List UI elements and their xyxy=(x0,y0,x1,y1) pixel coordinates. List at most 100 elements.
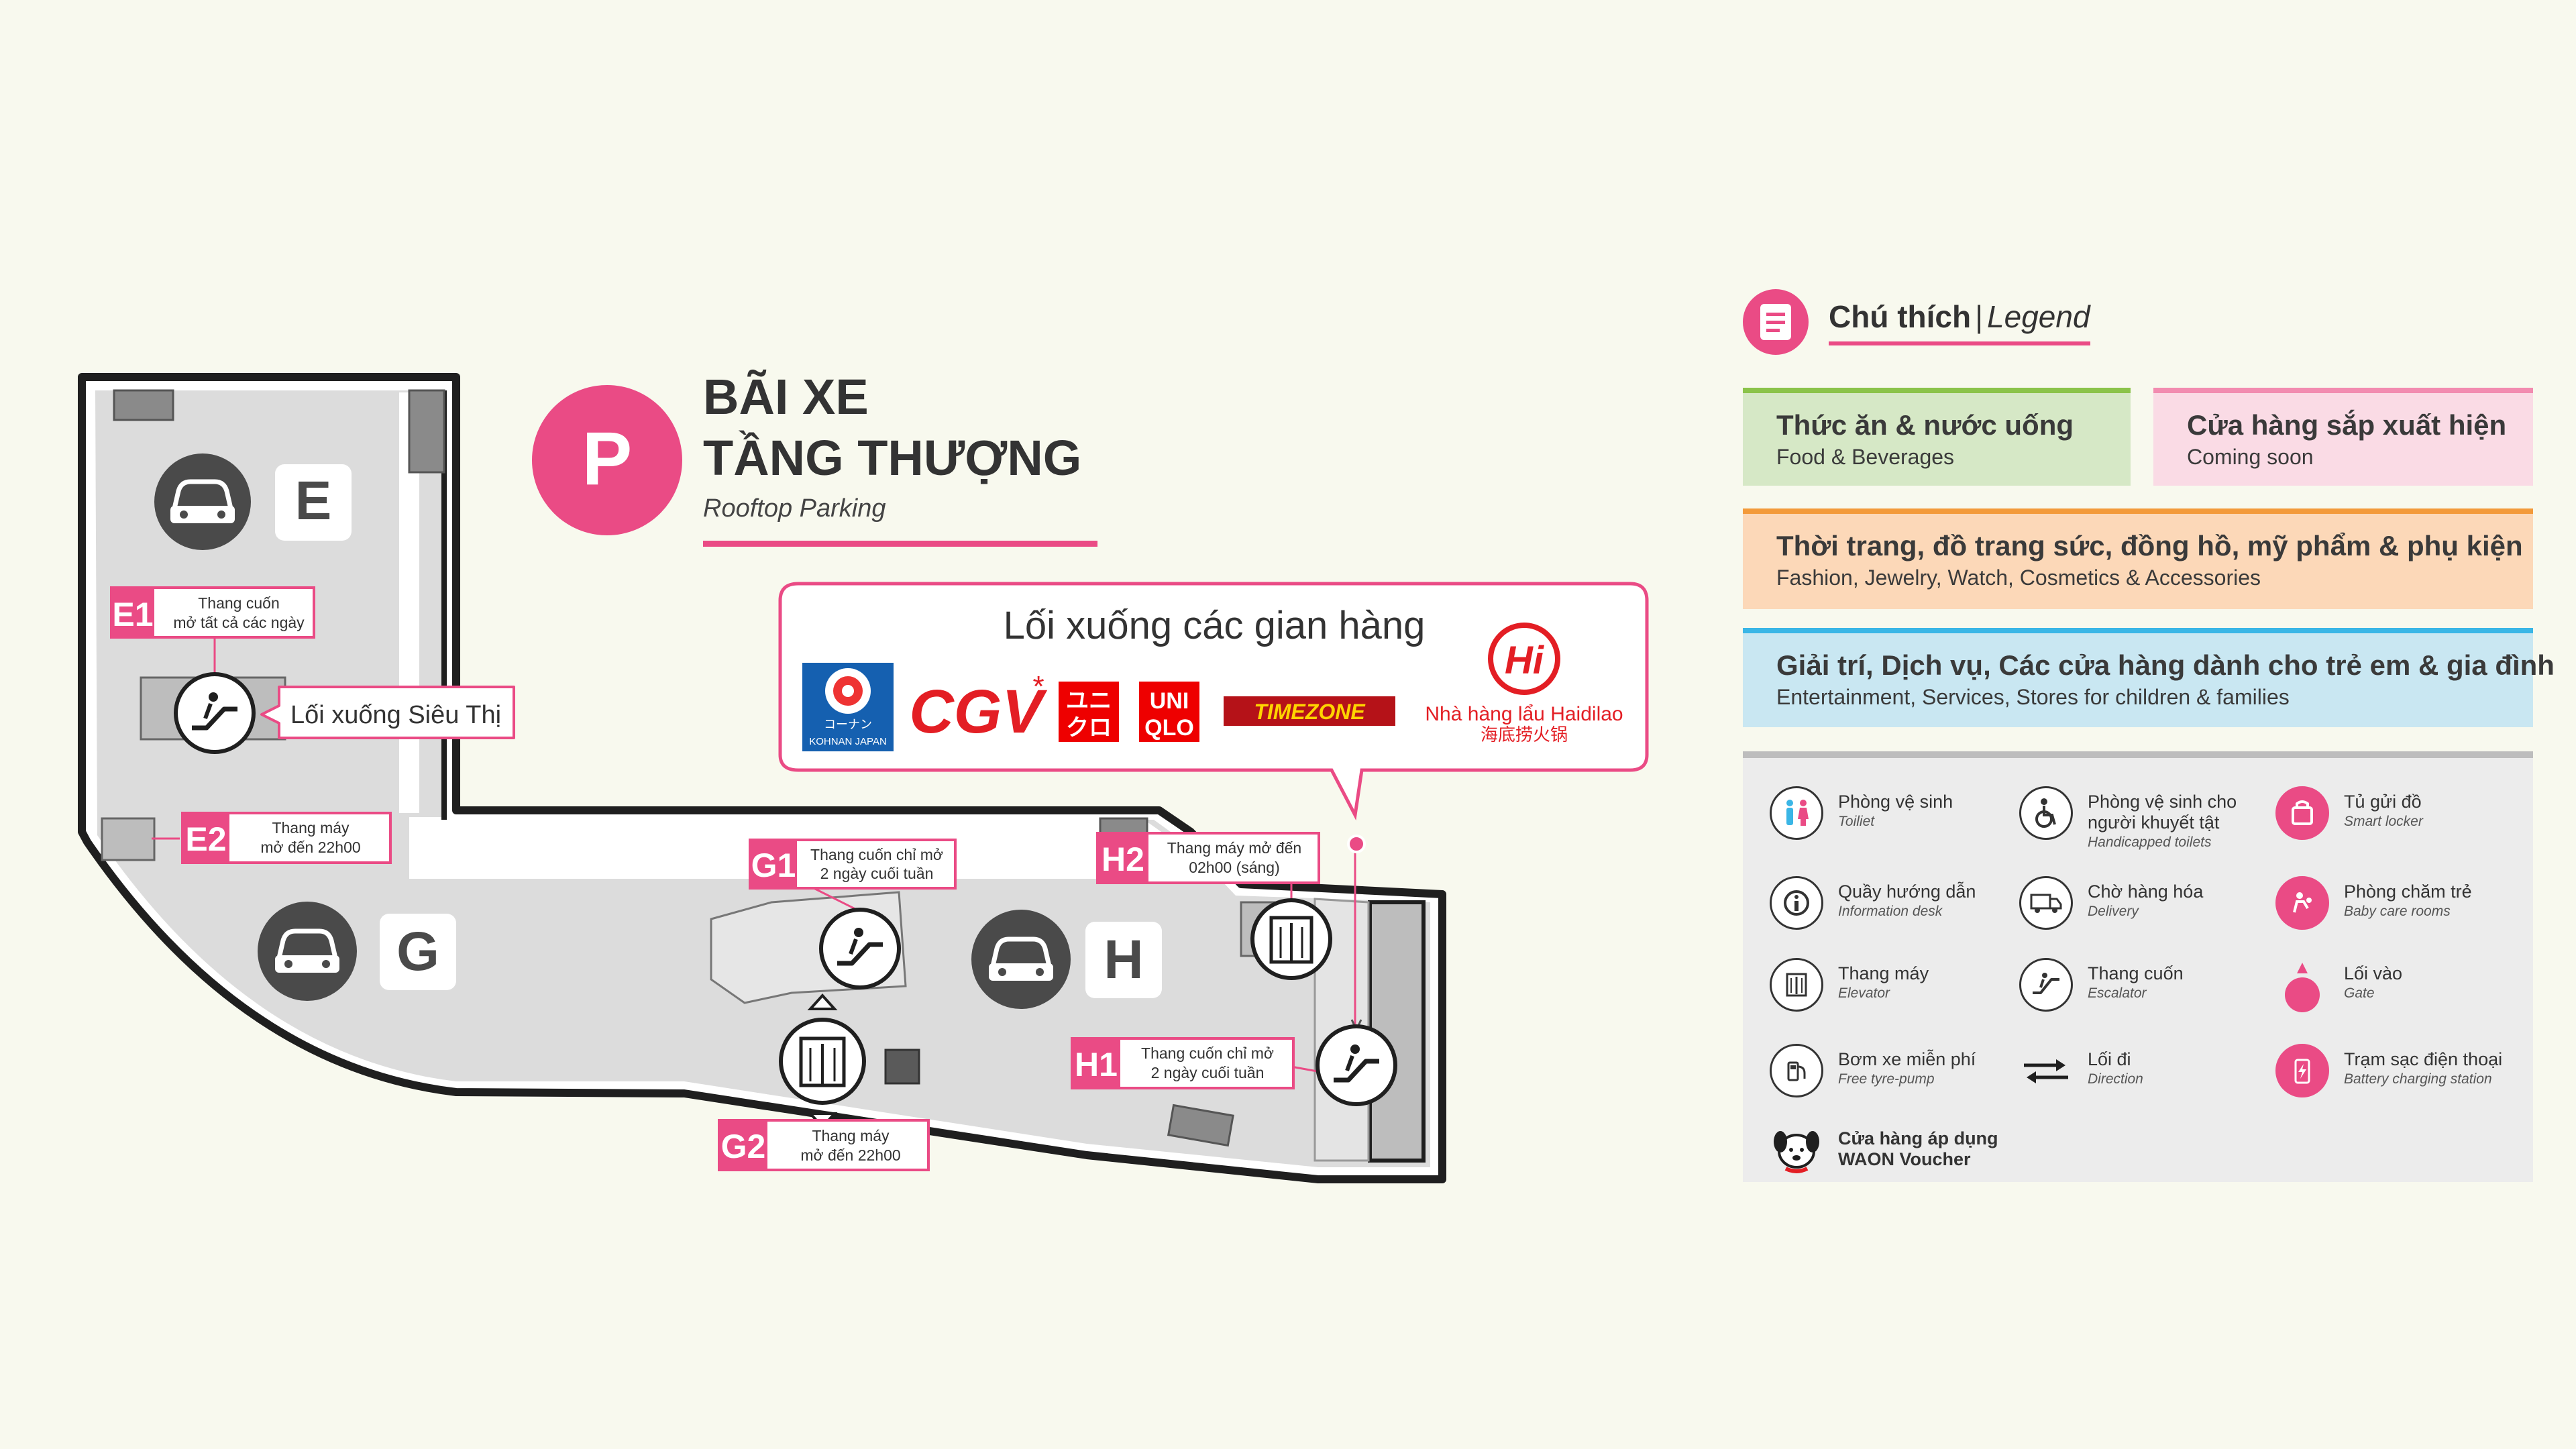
svg-text:TIMEZONE: TIMEZONE xyxy=(1254,700,1366,724)
svg-text:UNI: UNI xyxy=(1150,688,1189,714)
category-coming-soon: Cửa hàng sắp xuất hiện Coming soon xyxy=(2153,388,2533,486)
legend-icon xyxy=(1743,289,1809,355)
wheelchair-icon xyxy=(2019,786,2073,840)
svg-text:*: * xyxy=(1032,670,1044,703)
cgv-logo[interactable]: CGV * xyxy=(909,670,1047,746)
svg-text:2 ngày cuối tuần: 2 ngày cuối tuần xyxy=(820,865,934,882)
waon-dog-icon xyxy=(1770,1123,1823,1177)
category-entertainment: Giải trí, Dịch vụ, Các cửa hàng dành cho… xyxy=(1743,628,2555,727)
legend-title: Chú thích xyxy=(1829,299,1972,334)
marker-e1: E1 Thang cuốn mở tất cả các ngày xyxy=(110,586,315,639)
direction-arrows-icon xyxy=(2019,1044,2073,1097)
marker-e2: E2 Thang máy mở đến 22h00 xyxy=(181,812,392,864)
timezone-logo[interactable]: TIMEZONE xyxy=(1224,696,1395,726)
locker-icon xyxy=(2275,786,2329,840)
zone-h: H xyxy=(971,910,1162,1009)
haidilao-logo[interactable]: Hi Nhà hàng lẩu Haidilao 海底捞火锅 xyxy=(1425,623,1623,745)
svg-text:Thang máy: Thang máy xyxy=(272,819,350,837)
marker-g2: G2 Thang máy mở đến 22h00 xyxy=(718,1119,930,1171)
elevator-icon xyxy=(1770,958,1823,1012)
category-fashion: Thời trang, đồ trang sức, đồng hồ, mỹ ph… xyxy=(1743,508,2533,609)
marker-g1: G1 Thang cuốn chỉ mở 2 ngày cuối tuần xyxy=(749,839,957,890)
stores-callout-title: Lối xuống các gian hàng xyxy=(1004,604,1426,647)
kohnan-logo[interactable]: コーナン KOHNAN JAPAN xyxy=(802,663,894,751)
escalator-h1-icon[interactable] xyxy=(1316,1024,1397,1106)
svg-text:2 ngày cuối tuần: 2 ngày cuối tuần xyxy=(1151,1064,1265,1081)
page-subtitle: Rooftop Parking xyxy=(703,494,886,523)
information-icon xyxy=(1770,876,1823,930)
svg-text:Thang cuốn chỉ mở: Thang cuốn chỉ mở xyxy=(810,846,943,863)
marker-code-e1: E1 xyxy=(112,596,153,633)
svg-text:Thang máy mở đến: Thang máy mở đến xyxy=(1167,839,1301,857)
page-title-line1: BÃI XE xyxy=(703,369,869,425)
battery-charging-icon xyxy=(2275,1044,2329,1097)
svg-text:mở tất cả các ngày: mở tất cả các ngày xyxy=(173,614,305,631)
svg-text:Thang cuốn: Thang cuốn xyxy=(198,594,279,612)
svg-text:Thang máy: Thang máy xyxy=(812,1127,890,1144)
svg-text:G2: G2 xyxy=(721,1128,766,1165)
svg-text:02h00 (sáng): 02h00 (sáng) xyxy=(1189,859,1280,876)
svg-text:CGV: CGV xyxy=(909,678,1047,746)
supermarket-callout-label: Lối xuống Siêu Thị xyxy=(290,701,501,729)
legend-subtitle: Legend xyxy=(1987,299,2090,334)
zone-letter-h: H xyxy=(1104,929,1143,990)
gate-icon xyxy=(1347,835,1366,853)
svg-text:Nhà hàng lẩu Haidilao: Nhà hàng lẩu Haidilao xyxy=(1425,703,1623,725)
escalator-e1-icon[interactable] xyxy=(174,672,256,754)
supermarket-callout[interactable]: Lối xuống Siêu Thị xyxy=(260,686,515,739)
svg-text:コーナン: コーナン xyxy=(824,718,872,731)
zone-letter-e: E xyxy=(295,470,332,531)
svg-text:KOHNAN JAPAN: KOHNAN JAPAN xyxy=(809,736,887,747)
uniqlo-logo[interactable]: ユニ クロ UNI QLO xyxy=(1059,682,1199,742)
zone-letter-g: G xyxy=(396,921,439,982)
elevator-g2-icon[interactable] xyxy=(779,994,866,1129)
svg-text:H2: H2 xyxy=(1102,841,1144,878)
svg-text:ユニ: ユニ xyxy=(1066,688,1112,714)
svg-text:Hi: Hi xyxy=(1505,639,1545,682)
marker-h1: H1 Thang cuốn chỉ mở 2 ngày cuối tuần xyxy=(1071,1037,1295,1089)
svg-text:QLO: QLO xyxy=(1144,715,1194,741)
marker-h2: H2 Thang máy mở đến 02h00 (sáng) xyxy=(1096,832,1320,884)
stores-callout[interactable]: Lối xuống các gian hàng コーナン KOHNAN JAPA… xyxy=(778,582,1649,820)
svg-text:H1: H1 xyxy=(1075,1046,1118,1083)
escalator-icon xyxy=(2019,958,2073,1012)
svg-text:G1: G1 xyxy=(751,847,796,884)
svg-text:海底捞火锅: 海底捞火锅 xyxy=(1481,724,1568,745)
car-icon xyxy=(170,479,235,523)
svg-text:Thang cuốn chỉ mở: Thang cuốn chỉ mở xyxy=(1141,1044,1274,1062)
gate-icon xyxy=(2275,958,2329,1018)
toilet-icon xyxy=(1770,786,1823,840)
svg-text:クロ: クロ xyxy=(1066,715,1112,741)
baby-care-icon xyxy=(2275,876,2329,930)
zone-g: G xyxy=(258,902,456,1001)
truck-icon xyxy=(2019,876,2073,930)
legend-panel: Chú thích|Legend Thức ăn & nước uống Foo… xyxy=(1743,282,2555,1182)
car-icon xyxy=(275,928,339,973)
legend-header: Chú thích|Legend xyxy=(1743,282,2533,362)
zone-e: E xyxy=(154,453,352,550)
parking-p-icon: P xyxy=(582,417,633,500)
escalator-g1-icon[interactable] xyxy=(819,908,901,989)
elevator-h2-icon[interactable] xyxy=(1250,898,1332,980)
car-icon xyxy=(989,936,1053,981)
svg-text:mở đến 22h00: mở đến 22h00 xyxy=(260,839,360,856)
category-food: Thức ăn & nước uống Food & Beverages xyxy=(1743,388,2131,486)
svg-text:E2: E2 xyxy=(185,820,226,858)
page-header: P BÃI XE TẦNG THƯỢNG Rooftop Parking xyxy=(532,369,1097,547)
legend-title-wrap: Chú thích|Legend xyxy=(1829,299,2090,345)
